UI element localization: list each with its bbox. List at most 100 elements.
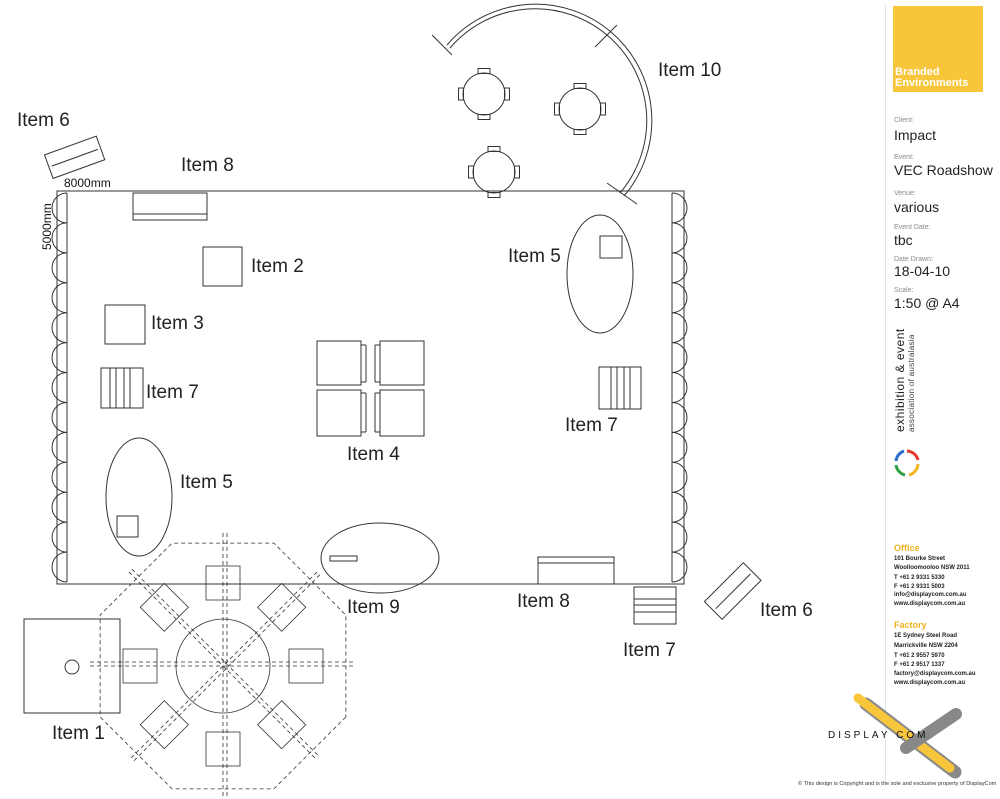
chair [458, 87, 464, 101]
label-item7-bottom: Item 7 [623, 640, 676, 661]
item2-unit [202, 246, 243, 287]
date-drawn-label: Date Drawn: [894, 256, 933, 263]
label-item1: Item 1 [52, 723, 105, 744]
venue-value: various [894, 199, 940, 215]
item3-unit [104, 304, 146, 345]
chair [477, 68, 491, 74]
association-line1: exhibition & event [893, 328, 907, 432]
chair [487, 146, 501, 152]
label-item7-right: Item 7 [565, 415, 618, 436]
office-title: Office [894, 543, 920, 553]
office-web: www.displaycom.com.au [894, 601, 966, 607]
item4-table-cluster [316, 340, 425, 437]
round-table [458, 68, 510, 120]
label-item3: Item 3 [151, 313, 204, 334]
association-line2: association of australasia [907, 334, 916, 432]
item1-gazebo [90, 533, 356, 799]
label-item6-bottom: Item 6 [760, 600, 813, 621]
item9-unit [320, 522, 440, 594]
gazebo-table [122, 648, 158, 684]
office-address2: Woolloomooloo NSW 2011 [894, 565, 970, 571]
label-item4: Item 4 [347, 444, 400, 465]
table-top [462, 72, 506, 116]
round-table [554, 83, 606, 135]
label-item8-top: Item 8 [181, 155, 234, 176]
chair [487, 192, 501, 198]
gazebo-table [257, 582, 307, 632]
chair [573, 83, 587, 89]
item7-bottom-unit [633, 586, 677, 625]
client-label: Client: [894, 117, 914, 124]
dimension-height: 5000mm [40, 203, 54, 250]
gazebo-table [205, 565, 241, 601]
chair [554, 102, 560, 116]
table-top [472, 150, 516, 194]
office-address1: 101 Bourke Street [894, 556, 946, 562]
label-item6-top: Item 6 [17, 110, 70, 131]
hedge-outline [671, 192, 688, 583]
chair [477, 114, 491, 120]
hedge-outline [51, 192, 68, 583]
event-date-label: Event Date: [894, 224, 931, 231]
scale-label: Scale: [894, 287, 914, 294]
copyright-text: This design is Copyright and is the sole… [803, 781, 997, 787]
association-logo-icon [894, 449, 920, 477]
item6-top-left-unit [43, 135, 106, 180]
chair [573, 129, 587, 135]
factory-phone: T +61 2 9557 5970 [894, 653, 945, 659]
gazebo-table [205, 731, 241, 767]
copyright-icon: © [798, 781, 803, 787]
brand-line2: Environments [895, 77, 969, 89]
gazebo-table [288, 648, 324, 684]
factory-email: factory@displaycom.com.au [894, 671, 976, 677]
client-value: Impact [894, 127, 937, 143]
displaycom-logo-text: DISPLAY COM [828, 730, 929, 741]
factory-title: Factory [894, 620, 927, 630]
event-label: Event: [894, 154, 914, 161]
title-block-divider [885, 5, 886, 785]
item10-arc-wall [431, 3, 653, 205]
label-item5-right: Item 5 [508, 246, 561, 267]
floor-plan [23, 3, 762, 799]
hedge-left [51, 192, 68, 583]
gazebo-spoke [131, 574, 321, 764]
scale-value: 1:50 @ A4 [894, 295, 960, 311]
item7-left-unit [100, 367, 144, 409]
displaycom-logo-icon [853, 693, 962, 779]
gazebo-outline [99, 542, 347, 790]
hedge-right [671, 192, 688, 583]
event-value: VEC Roadshow [894, 162, 993, 178]
item8-bottom-unit [537, 556, 615, 585]
label-item2: Item 2 [251, 256, 304, 277]
office-phone: T +61 2 9331 5330 [894, 575, 945, 581]
gazebo-table [257, 700, 307, 750]
chair [600, 102, 606, 116]
item10-round-tables [458, 68, 606, 198]
label-item7-left: Item 7 [146, 382, 199, 403]
date-drawn-value: 18-04-10 [894, 263, 951, 279]
venue-label: Venue: [894, 190, 916, 197]
label-item5-left: Item 5 [180, 472, 233, 493]
chair [514, 165, 520, 179]
label-item8-bottom: Item 8 [517, 591, 570, 612]
item8-top-unit [132, 192, 208, 221]
round-table [468, 146, 520, 198]
gazebo-table [139, 700, 189, 750]
brand-line1: Branded [895, 66, 940, 78]
item6-bottom-right-unit [703, 562, 762, 620]
item7-right-unit [598, 366, 642, 410]
factory-address1: 1E Sydney Steel Road [894, 633, 958, 639]
office-email: info@displaycom.com.au [894, 592, 967, 598]
copyright-notice: © This design is Copyright and is the so… [798, 781, 996, 787]
chair [468, 165, 474, 179]
factory-fax: F +61 2 9517 1337 [894, 662, 945, 668]
factory-address2: Marrickville NSW 2204 [894, 643, 958, 649]
gazebo-centre-table [175, 618, 271, 714]
stand-outline [56, 190, 685, 585]
office-fax: F +61 2 9331 5003 [894, 584, 945, 590]
factory-web: www.displaycom.com.au [894, 680, 966, 686]
gazebo-table [139, 582, 189, 632]
dimension-width: 8000mm [64, 176, 111, 190]
chair [504, 87, 510, 101]
event-date-value: tbc [894, 232, 913, 248]
